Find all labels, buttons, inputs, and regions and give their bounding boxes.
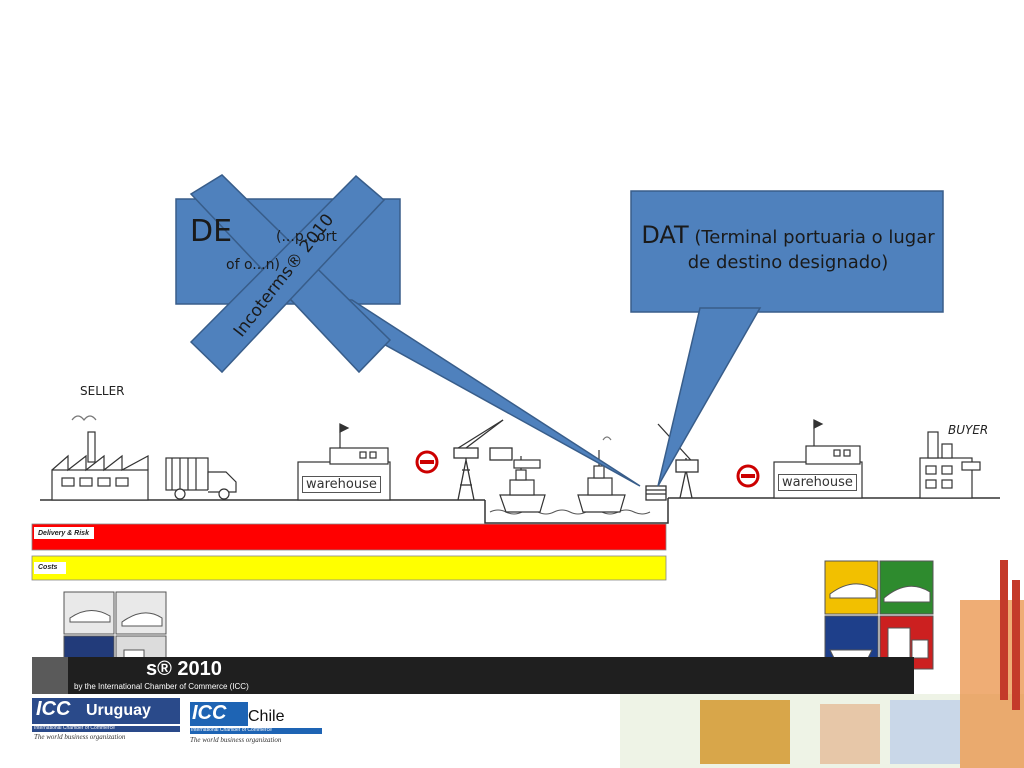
delivery-risk-label-bg [34, 527, 94, 539]
buyer-building-icon [919, 431, 981, 499]
truck-icon [165, 457, 237, 500]
icc-chile-mark: ICC [192, 702, 227, 724]
icc-chile-logo [190, 702, 322, 734]
ddp-callout: DE (...p...ort of o...n) [186, 210, 396, 300]
dat-callout-main: DAT [641, 221, 689, 249]
icc-uruguay-mark: ICC [36, 698, 71, 720]
ddp-callout-partial-bottom: of o...n) [226, 257, 280, 273]
customs-sign-right-icon [736, 464, 760, 488]
transport-modes-large-icon [824, 560, 934, 670]
business-photo-collage [620, 560, 1024, 768]
warehouse-right-label: warehouse [778, 474, 857, 491]
icc-chile-line1: International Chamber of Commerce [191, 727, 272, 733]
ddp-callout-partial-top: (...p...ort [276, 229, 337, 245]
icc-uruguay-line1: International Chamber of Commerce [34, 725, 115, 731]
warehouse-left-label: warehouse [302, 476, 381, 493]
customs-sign-left-icon [415, 450, 439, 474]
incoterms-banner [32, 657, 914, 694]
dat-callout-detail: (Terminal portuaria o lugar de destino d… [687, 227, 935, 274]
costs-bar [31, 555, 667, 581]
dat-callout: DAT (Terminal portuaria o lugar de desti… [638, 220, 938, 275]
terminal-crane-icon [645, 423, 699, 501]
harbour-basin [484, 498, 669, 524]
banner-logo-block [32, 657, 68, 694]
seller-factory-icon [51, 415, 149, 501]
crane-left-icon [453, 419, 513, 501]
seller-label: SELLER [80, 384, 125, 398]
icc-chile-line2: The world business organization [190, 736, 282, 744]
banner-subtitle: by the International Chamber of Commerce… [74, 682, 249, 691]
delivery-risk-bar [31, 523, 667, 551]
banner-title: s® 2010 [146, 658, 222, 680]
icc-uruguay-line2: The world business organization [34, 733, 126, 741]
buyer-label: BUYER [948, 423, 989, 437]
cross-out-x-icon [189, 174, 392, 374]
icc-uruguay-logo [32, 698, 180, 732]
delivery-risk-label: Delivery & Risk [38, 530, 89, 537]
ddp-callout-main: DE [190, 214, 233, 249]
ship-left-icon [499, 456, 546, 513]
costs-label-bg [34, 562, 66, 574]
icc-chile-name: Chile [248, 708, 285, 725]
icc-uruguay-name: Uruguay [86, 702, 151, 719]
dat-callout-bubble [630, 190, 944, 487]
costs-label: Costs [38, 564, 58, 571]
